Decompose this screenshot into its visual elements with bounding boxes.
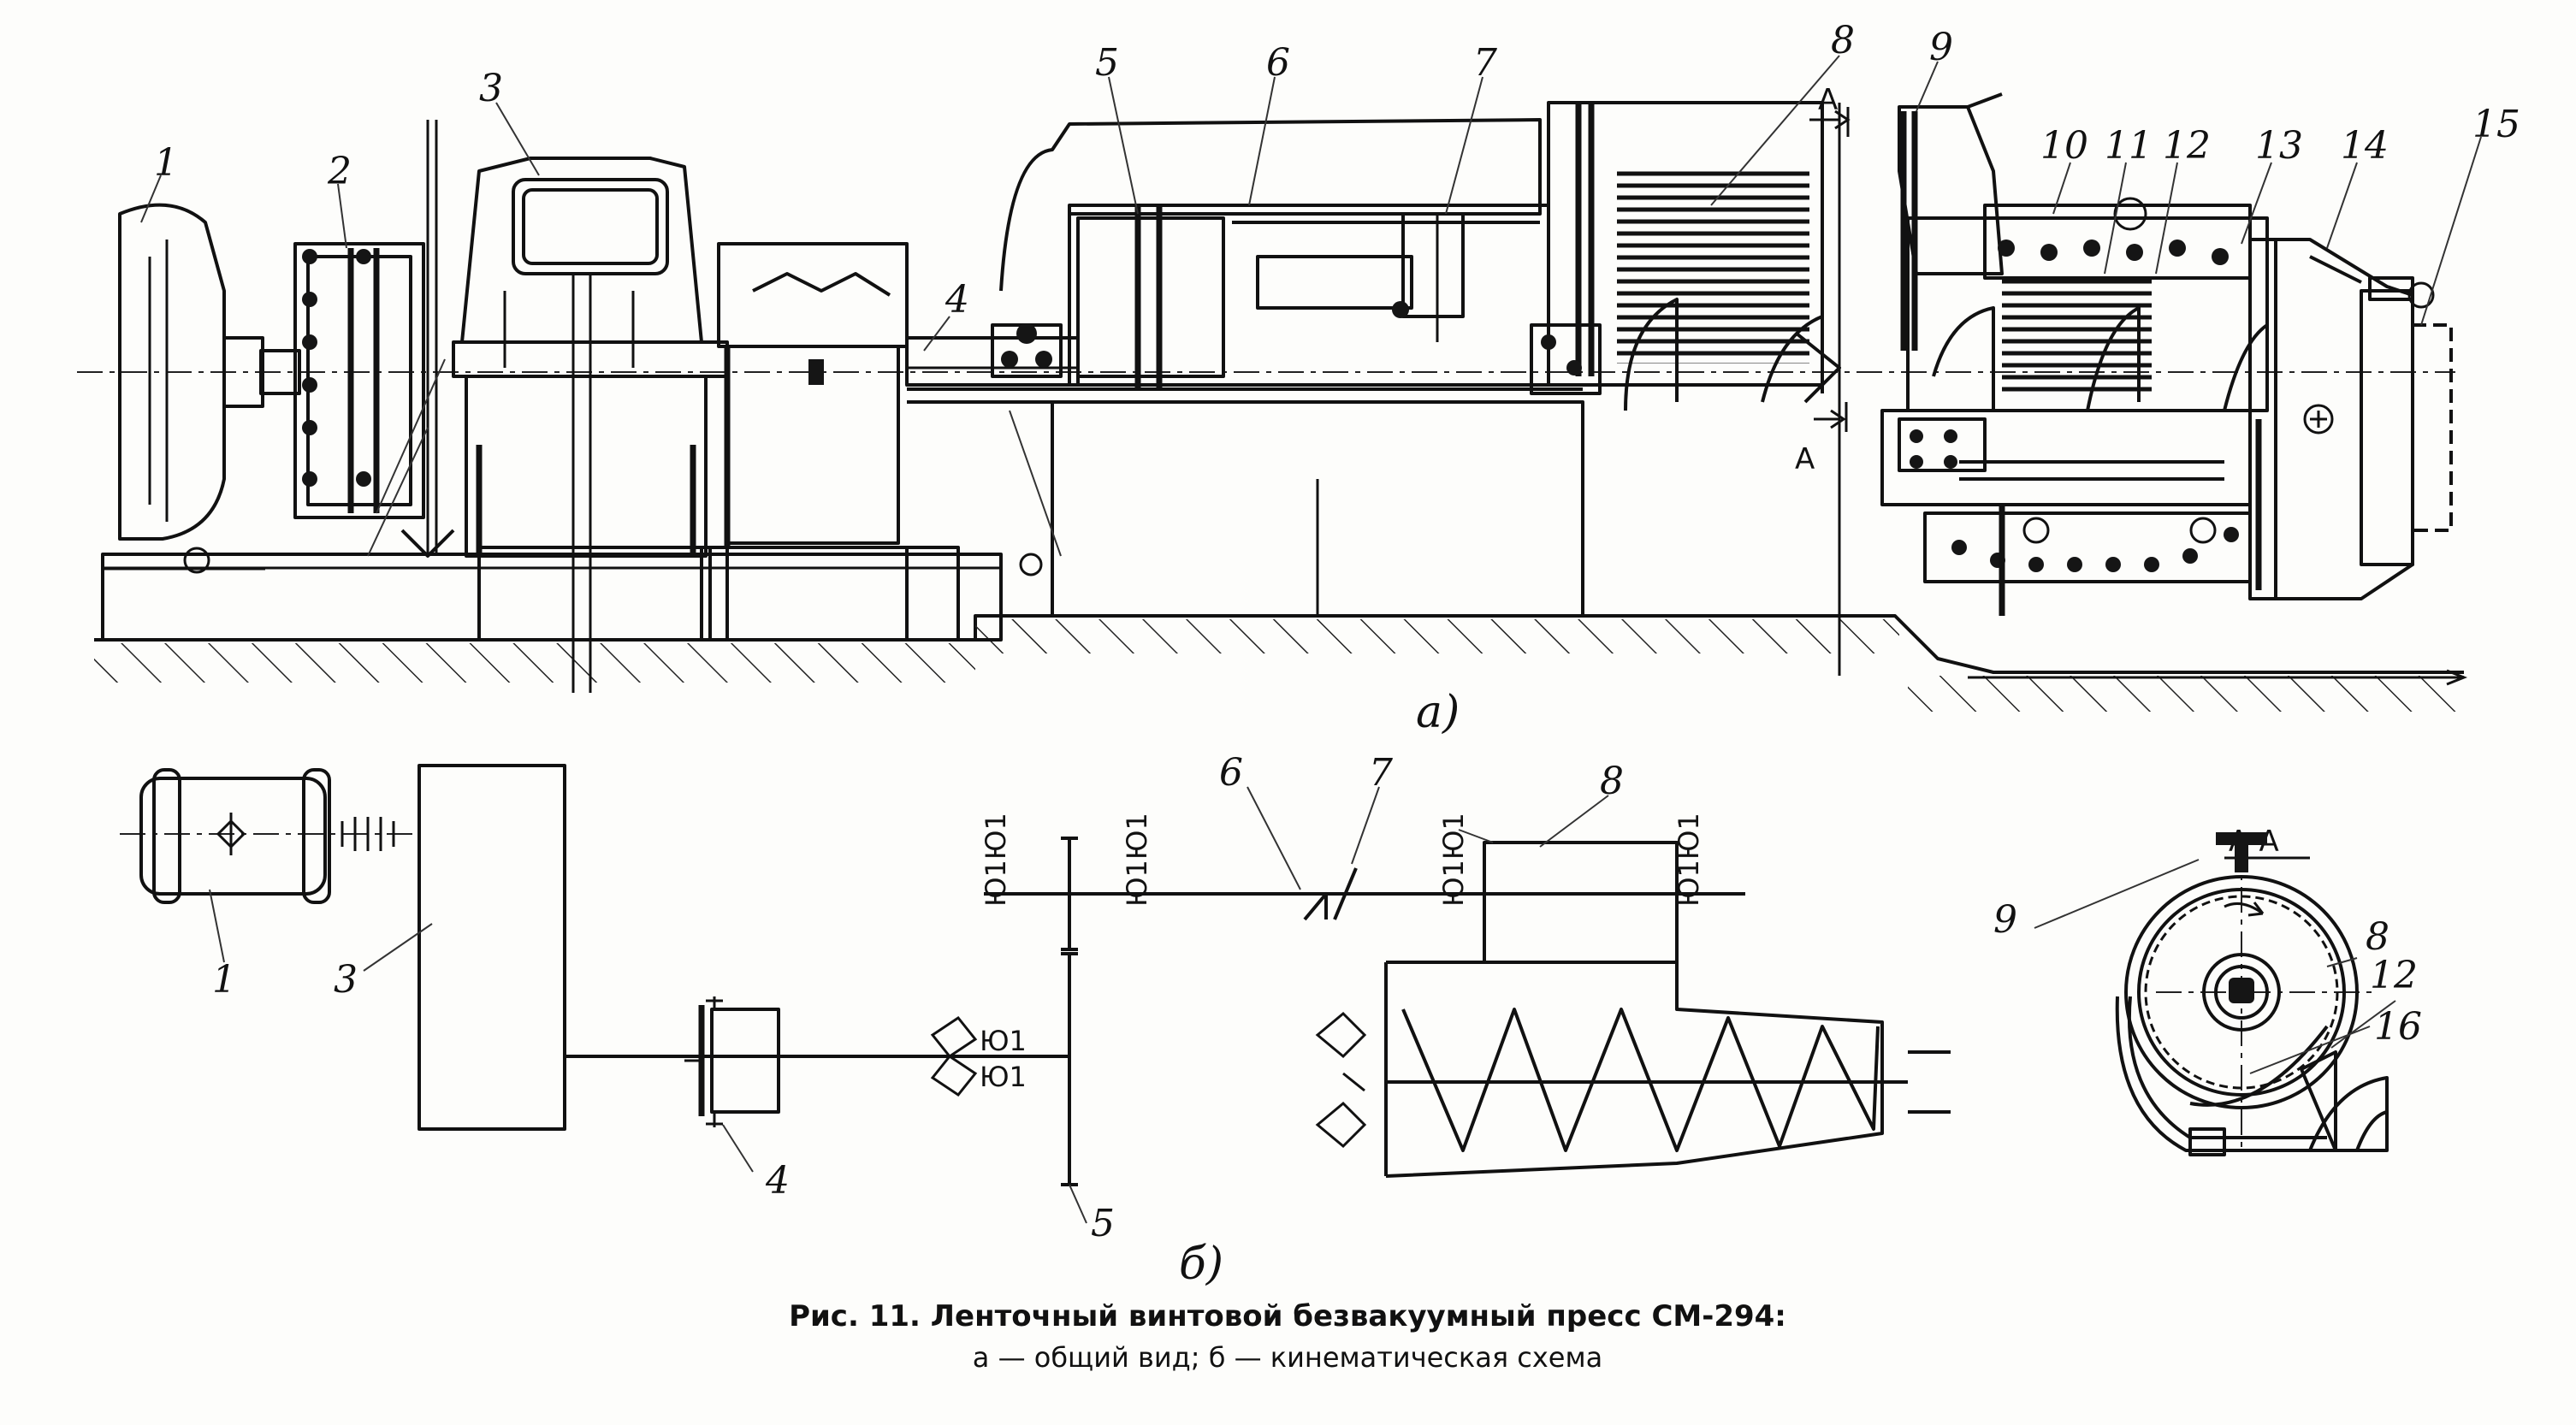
- leader-lines-b: [209, 786, 1609, 1224]
- label-b-3: 3: [334, 958, 358, 1002]
- label-a-5: 5: [1095, 41, 1119, 85]
- caption-subtitle: а — общий вид; б — кинематическая схема: [973, 1341, 1602, 1374]
- view-a-label: а): [1416, 687, 1460, 738]
- section-a-a: А-А 9 8 12 16: [1993, 825, 2422, 1156]
- label-a-11: 11: [2105, 124, 2153, 168]
- label-b-1: 1: [212, 958, 236, 1002]
- view-a-general: А А 1 2 3 4 5 6: [77, 19, 2520, 738]
- label-sec-9: 9: [1993, 898, 2017, 942]
- screw-section-10-12: [1880, 197, 2269, 616]
- label-a-4: 4: [945, 278, 969, 322]
- label-a-9: 9: [1929, 26, 1953, 69]
- section-mark: А А: [1795, 83, 1851, 476]
- label-a-15: 15: [2472, 103, 2520, 146]
- label-b-6: 6: [1219, 751, 1243, 795]
- reducer-3: [452, 157, 729, 693]
- label-a-2: 2: [327, 150, 352, 193]
- labels-b: 1 3 4 5 6 7 8: [212, 751, 1624, 1245]
- label-sec-12: 12: [2370, 954, 2418, 997]
- coupling-4: [717, 242, 1080, 642]
- label-sec-8: 8: [2366, 915, 2389, 959]
- label-a-6: 6: [1266, 41, 1290, 85]
- svg-text:Ю1Ю1: Ю1Ю1: [1121, 813, 1153, 907]
- kin-clutch-7: [1303, 867, 1358, 921]
- label-a-3: 3: [479, 67, 503, 110]
- base-frame: [101, 546, 1003, 642]
- kin-thrust-bearing: Ю1 Ю1: [930, 1015, 1027, 1097]
- svg-text:Ю1Ю1: Ю1Ю1: [1673, 813, 1705, 907]
- view-b-label: б): [1179, 1239, 1223, 1290]
- section-mark-a-bottom: А: [1795, 442, 1815, 476]
- svg-text:Ю1Ю1: Ю1Ю1: [980, 813, 1012, 907]
- kin-coupling-4: [563, 996, 1069, 1127]
- section-mark-a-top: А: [1818, 83, 1838, 117]
- label-a-13: 13: [2255, 124, 2303, 168]
- motor-1: [103, 203, 301, 574]
- kin-screw-barrel: [1315, 961, 1951, 1178]
- label-a-1: 1: [154, 141, 178, 185]
- label-a-7: 7: [1473, 41, 1497, 85]
- caption: Рис. 11. Ленточный винтовой безвакуумный…: [789, 1299, 1786, 1374]
- svg-text:Ю1Ю1: Ю1Ю1: [1437, 813, 1470, 907]
- kin-motor-1: [120, 768, 419, 904]
- svg-text:Ю1: Ю1: [980, 1061, 1027, 1093]
- svg-text:Ю1: Ю1: [980, 1025, 1027, 1057]
- kin-feeder-8: Ю1Ю1 Ю1Ю1: [1437, 813, 1705, 964]
- label-a-14: 14: [2341, 124, 2389, 168]
- labels-a: 1 2 3 4 5 6 7 8 9 10 11 12 13 14 15: [154, 19, 2520, 322]
- kin-gear-5: [1061, 952, 1078, 1186]
- label-sec-16: 16: [2374, 1005, 2422, 1049]
- kin-shaft-6: Ю1Ю1 Ю1Ю1: [980, 813, 1745, 951]
- label-b-7: 7: [1369, 751, 1393, 795]
- kin-reducer-3: [417, 764, 566, 1131]
- label-b-8: 8: [1600, 760, 1624, 803]
- label-a-12: 12: [2163, 124, 2211, 168]
- gearbox-567: [991, 118, 1584, 618]
- caption-title: Рис. 11. Ленточный винтовой безвакуумный…: [789, 1299, 1786, 1333]
- label-b-5: 5: [1091, 1202, 1115, 1245]
- label-b-4: 4: [765, 1159, 790, 1203]
- label-a-8: 8: [1831, 19, 1855, 62]
- leader-lines-a: [140, 55, 2482, 352]
- label-a-10: 10: [2040, 124, 2088, 168]
- press-head-13-15: [2248, 238, 2453, 600]
- view-b-kinematic: Ю1 Ю1 Ю1Ю1 Ю1Ю1 Ю1Ю1 Ю1Ю1: [120, 751, 1951, 1290]
- clutch-2: [293, 120, 455, 558]
- ground: [94, 614, 2468, 712]
